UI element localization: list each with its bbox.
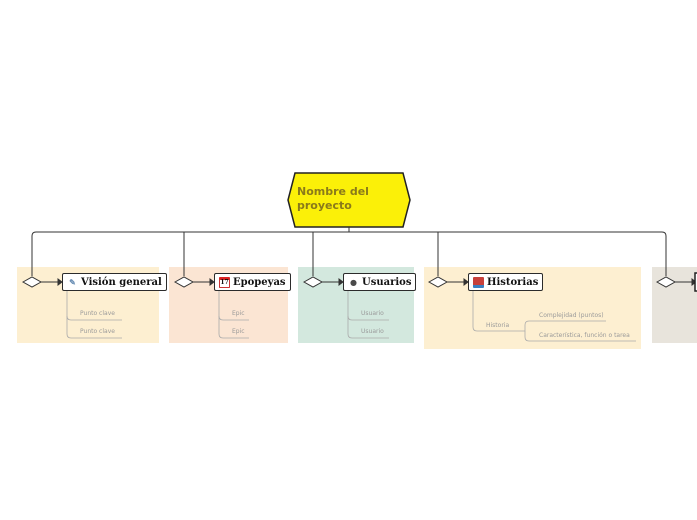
root-node-title[interactable]: Nombre del proyecto: [297, 185, 369, 212]
node-more-partial[interactable]: [694, 272, 697, 292]
node-historias[interactable]: Historias: [468, 273, 544, 291]
panel-more: [652, 267, 697, 343]
node-usuarios[interactable]: ● Usuarios: [343, 273, 417, 291]
node-label: Epopeyas: [233, 276, 286, 288]
leaf-punto-clave[interactable]: Punto clave: [80, 328, 115, 335]
books-icon: [473, 276, 484, 288]
leaf-caracteristica[interactable]: Característica, función o tarea: [539, 332, 630, 339]
root-node-shape[interactable]: [287, 172, 411, 228]
leaf-usuario[interactable]: Usuario: [361, 328, 384, 335]
leaf-epic[interactable]: Epic: [232, 328, 245, 335]
node-vision-general[interactable]: ✎ Visión general: [62, 273, 167, 291]
leaf-usuario[interactable]: Usuario: [361, 310, 384, 317]
user-icon: ●: [350, 276, 357, 287]
leaf-complejidad[interactable]: Complejidad (puntos): [539, 312, 604, 319]
pencil-icon: ✎: [69, 276, 76, 287]
calendar-icon: 17: [219, 276, 230, 288]
node-epopeyas[interactable]: 17 Epopeyas: [214, 273, 291, 291]
node-label: Visión general: [81, 276, 162, 288]
leaf-epic[interactable]: Epic: [232, 310, 245, 317]
leaf-punto-clave[interactable]: Punto clave: [80, 310, 115, 317]
node-label: Historias: [487, 276, 539, 288]
leaf-historia[interactable]: Historia: [486, 322, 510, 329]
node-label: Usuarios: [362, 276, 412, 288]
